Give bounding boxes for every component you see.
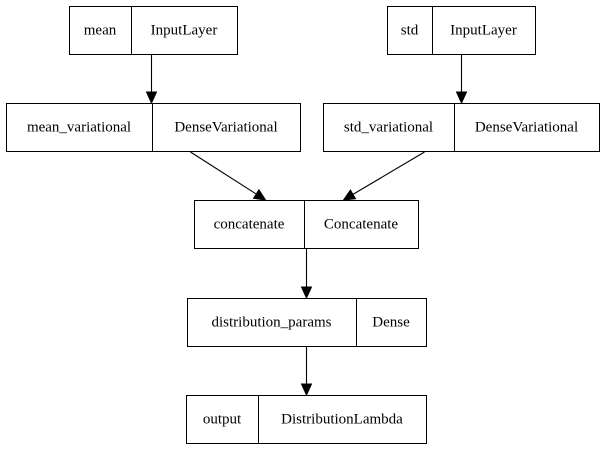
node-type-label: InputLayer <box>450 22 517 38</box>
node-name-label: distribution_params <box>212 314 332 330</box>
node-output: output DistributionLambda <box>186 395 427 444</box>
node-name-label: concatenate <box>214 216 285 232</box>
node-std-variational: std_variational DenseVariational <box>323 103 600 152</box>
node-type-label: InputLayer <box>151 22 218 38</box>
node-box <box>387 6 536 55</box>
node-type-label: Concatenate <box>324 216 398 232</box>
arrowhead-icon <box>252 188 267 201</box>
edge-mean-to-mean-variational <box>145 55 158 105</box>
edge-line <box>352 151 425 195</box>
edge-mean-variational-to-concatenate <box>190 151 267 201</box>
node-mean-variational: mean_variational DenseVariational <box>6 103 301 152</box>
arrowhead-icon <box>300 286 313 300</box>
node-type-label: DenseVariational <box>475 119 578 135</box>
node-type-label: DistributionLambda <box>281 411 403 427</box>
node-box <box>187 298 427 347</box>
edge-distribution-params-to-output <box>300 347 313 397</box>
node-box <box>323 103 600 152</box>
edge-std-to-std-variational <box>455 55 468 105</box>
node-std: std InputLayer <box>387 6 536 55</box>
node-distribution-params: distribution_params Dense <box>187 298 427 347</box>
node-box <box>6 103 301 152</box>
edge-line <box>190 151 257 195</box>
edge-concatenate-to-distribution-params <box>300 249 313 300</box>
node-type-label: Dense <box>372 314 410 330</box>
arrowhead-icon <box>455 91 468 105</box>
node-name-label: std <box>401 22 419 38</box>
arrowhead-icon <box>300 383 313 397</box>
node-type-label: DenseVariational <box>174 119 277 135</box>
arrowhead-icon <box>342 189 357 201</box>
node-name-label: mean_variational <box>27 119 131 135</box>
node-concatenate: concatenate Concatenate <box>194 200 419 249</box>
arrowhead-icon <box>145 91 158 105</box>
node-box <box>186 395 427 444</box>
node-box <box>194 200 419 249</box>
node-box <box>69 6 238 55</box>
nodes-layer: mean InputLayer std InputLayer mean_variatio… <box>6 6 600 444</box>
node-name-label: output <box>203 411 242 427</box>
edge-std-variational-to-concatenate <box>342 151 425 201</box>
node-mean: mean InputLayer <box>69 6 238 55</box>
edges-layer <box>145 55 468 397</box>
node-name-label: std_variational <box>344 119 433 135</box>
node-name-label: mean <box>84 22 117 38</box>
